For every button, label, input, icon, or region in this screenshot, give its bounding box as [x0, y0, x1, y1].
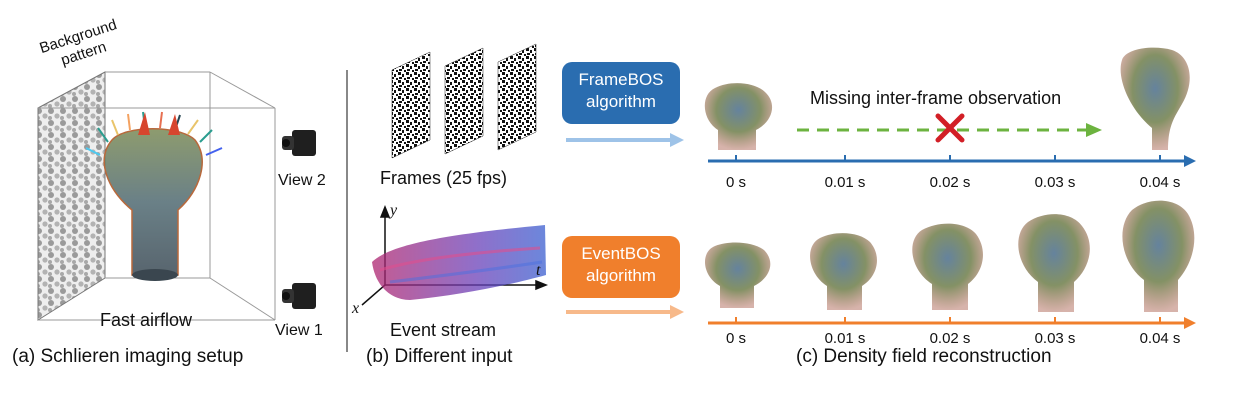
density-volume-event-3 [1018, 214, 1090, 312]
eventbos-timeline [708, 317, 1196, 329]
top-time-tick: 0.03 s [1034, 174, 1076, 191]
density-volume-frame-4 [1120, 47, 1190, 150]
framebos-arrow [566, 133, 684, 147]
axis-y-label: y [390, 202, 398, 219]
bottom-time-tick: 0.02 s [929, 330, 971, 347]
frames-label: Frames (25 fps) [380, 168, 508, 188]
frame-image [391, 51, 431, 159]
airflow-label: Fast airflow [100, 310, 193, 330]
framebos-algorithm-box: FrameBOS algorithm [562, 62, 680, 124]
density-volume-frame-0 [704, 83, 773, 150]
camera-view2-icon [282, 130, 316, 156]
framebos-sublabel: algorithm [586, 92, 656, 111]
airflow-plume [103, 128, 203, 276]
input-panel: Frames (25 fps) y t x Event stream (b) D… [350, 0, 560, 400]
view1-label: View 1 [275, 322, 323, 339]
framebos-label: FrameBOS [578, 70, 664, 89]
framebos-timeline [708, 155, 1196, 167]
missing-observation-label: Missing inter-frame observation [810, 88, 1062, 108]
reconstruction-caption: (c) Density field reconstruction [796, 346, 1052, 367]
timeline-illustration [566, 47, 1196, 329]
panel-divider [346, 70, 348, 352]
bottom-time-tick: 0.03 s [1034, 330, 1076, 347]
eventbos-algorithm-box: EventBOS algorithm [562, 236, 680, 298]
frame-image [444, 47, 484, 155]
input-caption: (b) Different input [366, 346, 513, 367]
axis-t-label: t [536, 262, 541, 279]
density-volume-event-4 [1122, 200, 1195, 312]
background-pattern-wall [37, 71, 106, 321]
top-time-tick: 0.04 s [1139, 174, 1181, 191]
cross-mark-icon [935, 113, 965, 143]
input-illustration [361, 43, 549, 306]
schlieren-setup-illustration [37, 71, 316, 321]
bottom-time-tick: 0 s [725, 330, 746, 347]
top-time-tick: 0 s [725, 174, 746, 191]
density-volume-event-1 [810, 233, 877, 310]
frame-image [497, 43, 537, 151]
view2-label: View 2 [278, 172, 326, 189]
camera-view1-icon [282, 283, 316, 309]
top-time-tick: 0.02 s [929, 174, 971, 191]
eventbos-arrow [566, 305, 684, 319]
density-volume-event-2 [912, 223, 983, 310]
event-cloud [372, 225, 546, 300]
setup-panel: Background pattern View 2 Fast airflow V… [0, 0, 340, 400]
eventbos-label: EventBOS [581, 244, 661, 263]
missing-observation-arrow [797, 123, 1102, 137]
density-volume-event-0 [704, 242, 771, 308]
setup-caption: (a) Schlieren imaging setup [12, 346, 244, 367]
bottom-time-tick: 0.04 s [1139, 330, 1181, 347]
axis-x-label: x [352, 300, 360, 317]
top-time-tick: 0.01 s [824, 174, 866, 191]
event-stream-label: Event stream [390, 320, 497, 340]
eventbos-sublabel: algorithm [586, 266, 656, 285]
bottom-time-tick: 0.01 s [824, 330, 866, 347]
reconstruction-panel: FrameBOS algorithm EventBOS algorithm [560, 0, 1247, 400]
